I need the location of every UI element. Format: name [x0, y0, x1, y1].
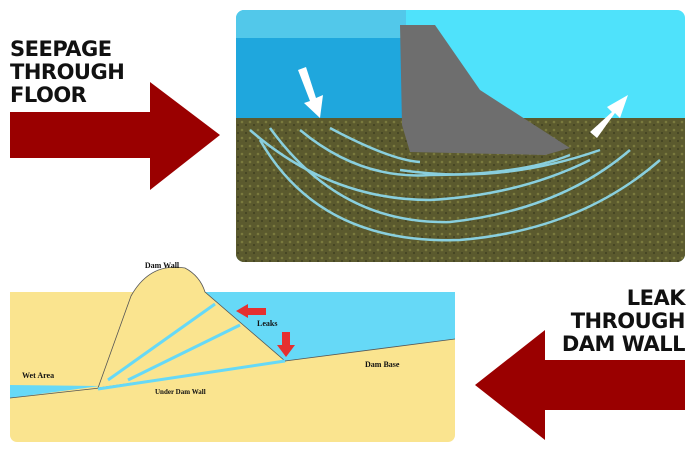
- label-wet-area: Wet Area: [22, 371, 54, 380]
- title-line: THROUGH: [570, 309, 686, 333]
- concrete-dam: [400, 25, 570, 155]
- seepage-illustration: [236, 10, 685, 262]
- label-under-dam-wall: Under Dam Wall: [155, 388, 206, 396]
- seepage-through-floor-title: SEEPAGE THROUGH FLOOR: [10, 37, 125, 107]
- wet-area-water: [10, 385, 100, 398]
- leak-arrow: [475, 330, 685, 440]
- title-line: THROUGH: [10, 60, 125, 84]
- title-line: SEEPAGE: [10, 37, 112, 61]
- white-arrow-up-icon: [590, 95, 628, 138]
- seepage-arrow: [10, 82, 220, 190]
- label-leaks: Leaks: [257, 319, 277, 328]
- dam-wall-diagram: Dam Wall Leaks Wet Area Dam Base Under D…: [10, 261, 455, 442]
- leak-through-dam-wall-title: LEAK THROUGH DAM WALL: [561, 286, 686, 356]
- label-dam-base: Dam Base: [365, 360, 400, 369]
- title-line: DAM WALL: [561, 332, 686, 356]
- red-arrow-down-icon: [277, 332, 295, 357]
- title-line: LEAK: [626, 286, 686, 310]
- title-line: FLOOR: [10, 83, 87, 107]
- label-dam-wall: Dam Wall: [145, 261, 180, 270]
- red-arrow-left-icon: [236, 304, 266, 318]
- dam-wall: [97, 266, 286, 389]
- white-arrow-down-icon: [298, 67, 323, 118]
- leak-paths: [97, 302, 286, 391]
- seepage-flow-lines: [249, 126, 661, 242]
- reservoir-water: [205, 292, 455, 361]
